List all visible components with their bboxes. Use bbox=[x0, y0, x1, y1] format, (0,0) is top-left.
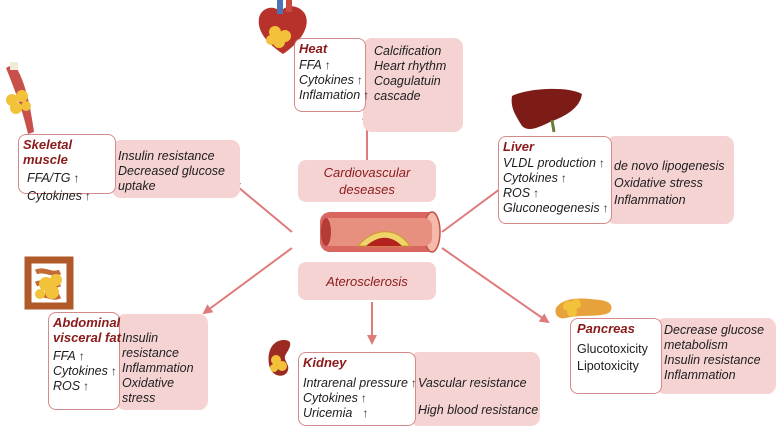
cardiovascular-label-box: Cardiovascular deseases bbox=[298, 160, 436, 202]
increase-arrow-icon: ↑ bbox=[78, 349, 85, 363]
arrow-to-pancreas bbox=[441, 247, 550, 324]
skeletal-factor-2: Cytokines bbox=[27, 189, 82, 203]
skeletal-factor-1: FFA/TG bbox=[27, 171, 71, 185]
liver-title: Liver bbox=[503, 139, 535, 154]
increase-arrow-icon: ↑ bbox=[362, 406, 369, 420]
pancreas-effects-box: Decrease glucose metabolism Insulin resi… bbox=[656, 318, 776, 394]
pancreas-effect-3: Inflammation bbox=[664, 368, 736, 382]
kidney-icon bbox=[268, 340, 291, 376]
liver-effect-1: de novo lipogenesis bbox=[614, 159, 725, 173]
kidney-factor-1: Intrarenal pressure bbox=[303, 376, 408, 390]
aterosclerosis-label: Aterosclerosis bbox=[326, 273, 408, 289]
arrow-to-skeletal bbox=[230, 180, 293, 233]
kidney-factor-3: Uricemia bbox=[303, 406, 353, 420]
increase-arrow-icon: ↑ bbox=[356, 73, 363, 87]
liver-effect-2: Oxidative stress bbox=[614, 176, 703, 190]
liver-factor-3: ROS bbox=[503, 186, 531, 200]
increase-arrow-icon: ↑ bbox=[110, 364, 117, 378]
abdominal-effects-box: Insulin resistance Inflammation Oxidativ… bbox=[116, 314, 208, 410]
pancreas-factors-box: Pancreas Glucotoxicity Lipotoxicity bbox=[570, 318, 662, 394]
skeletal-factors-box: Skeletal muscle FFA/TG↑ Cytokines↑ bbox=[18, 134, 116, 203]
increase-arrow-icon: ↑ bbox=[410, 376, 417, 390]
intestine-icon bbox=[24, 256, 74, 310]
aterosclerosis-label-box: Aterosclerosis bbox=[298, 262, 436, 300]
kidney-title: Kidney bbox=[303, 355, 347, 370]
liver-factor-4: Gluconeogenesis bbox=[503, 201, 600, 215]
abdominal-factor-1: FFA bbox=[53, 349, 76, 363]
increase-arrow-icon: ↑ bbox=[363, 88, 370, 102]
increase-arrow-icon: ↑ bbox=[73, 171, 80, 185]
kidney-factors-box: Kidney Intrarenal pressure↑ Cytokines↑ U… bbox=[298, 352, 417, 426]
skeletal-effect-1: Insulin resistance bbox=[118, 149, 215, 163]
liver-effects-box: de novo lipogenesis Oxidative stress Inf… bbox=[606, 136, 734, 224]
liver-icon bbox=[511, 88, 582, 133]
skeletal-title: Skeletal muscle bbox=[23, 137, 73, 167]
increase-arrow-icon: ↑ bbox=[602, 201, 609, 215]
abdominal-factor-3: ROS bbox=[53, 379, 81, 393]
liver-effect-3: Inflammation bbox=[614, 193, 686, 207]
abdominal-factors-box: Abdominal visceral fat FFA↑ Cytokines↑ R… bbox=[48, 312, 121, 410]
pancreas-effect-2: Insulin resistance bbox=[664, 353, 761, 367]
abdominal-title: Abdominal visceral fat bbox=[53, 315, 121, 345]
liver-factors-box: Liver VLDL production↑ Cytokines↑ ROS↑ G… bbox=[498, 136, 612, 224]
heart-effect-3: Coagulatuin cascade bbox=[374, 74, 441, 103]
skeletal-effects-box: Insulin resistance Decreased glucose upt… bbox=[112, 140, 240, 198]
increase-arrow-icon: ↑ bbox=[324, 58, 331, 72]
kidney-effect-2: High blood resistance bbox=[418, 403, 539, 417]
pancreas-title: Pancreas bbox=[577, 321, 635, 336]
pancreas-effect-1: Decrease glucose metabolism bbox=[664, 323, 765, 352]
kidney-effect-1: Vascular resistance bbox=[418, 376, 527, 390]
heart-factor-2: Cytokines bbox=[299, 73, 354, 87]
increase-arrow-icon: ↑ bbox=[83, 379, 90, 393]
skeletal-effect-2: Decreased glucose uptake bbox=[118, 164, 226, 193]
arrow-to-abdominal bbox=[202, 247, 293, 315]
liver-factor-1: VLDL production bbox=[503, 156, 596, 170]
muscle-icon bbox=[6, 62, 34, 134]
abdominal-factor-2: Cytokines bbox=[53, 364, 108, 378]
abdominal-effect-3: Oxidative stress bbox=[122, 376, 175, 405]
pancreas-factor-1: Glucotoxicity bbox=[577, 342, 648, 356]
heart-title: Heat bbox=[299, 41, 328, 56]
kidney-factor-2: Cytokines bbox=[303, 391, 358, 405]
heart-effect-1: Calcification bbox=[374, 44, 442, 58]
increase-arrow-icon: ↑ bbox=[360, 391, 367, 405]
increase-arrow-icon: ↑ bbox=[533, 186, 540, 200]
liver-factor-2: Cytokines bbox=[503, 171, 558, 185]
increase-arrow-icon: ↑ bbox=[598, 156, 605, 170]
heart-effects-box: Calcification Heart rhythm Coagulatuin c… bbox=[363, 38, 463, 132]
heart-factor-3: Inflamation bbox=[299, 88, 361, 102]
heart-factor-1: FFA bbox=[299, 58, 322, 72]
artery-illustration bbox=[320, 211, 441, 253]
heart-factors-box: Heat FFA↑ Cytokines↑ Inflamation↑ bbox=[294, 38, 370, 112]
pancreas-factor-2: Lipotoxicity bbox=[577, 359, 639, 373]
increase-arrow-icon: ↑ bbox=[560, 171, 567, 185]
kidney-effects-box: Vascular resistance High blood resistanc… bbox=[410, 352, 540, 426]
pancreas-icon bbox=[555, 298, 612, 319]
cardiovascular-label: Cardiovascular deseases bbox=[323, 165, 411, 197]
increase-arrow-icon: ↑ bbox=[84, 189, 91, 203]
abdominal-effect-2: Inflammation bbox=[122, 361, 194, 375]
heart-effect-2: Heart rhythm bbox=[374, 59, 447, 73]
abdominal-effect-1: Insulin resistance bbox=[122, 331, 179, 360]
